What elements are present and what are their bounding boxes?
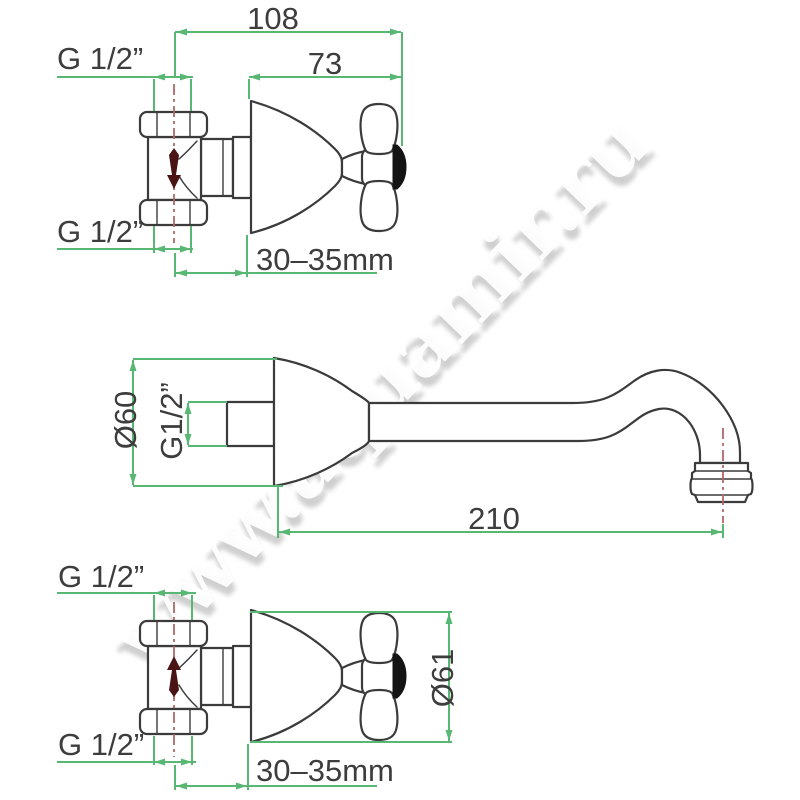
cross-handle-lower-lobe xyxy=(359,688,399,742)
escutcheon-bell xyxy=(249,99,344,235)
wall-depth-label: 30–35mm xyxy=(256,753,394,788)
flow-passage-arcs xyxy=(178,649,198,708)
dim-handle-width-label: 73 xyxy=(308,46,342,81)
pipe-connector xyxy=(231,135,253,200)
flow-passage-arcs xyxy=(178,140,198,199)
flow-direction-down-arrow-icon xyxy=(167,148,181,189)
handle-end-cap xyxy=(392,144,407,190)
dim-spout-length-label: 210 xyxy=(468,501,520,536)
hex-nut-bottom-facets xyxy=(156,709,191,734)
dim-flange-diameter-label: Ø60 xyxy=(108,391,143,450)
cross-handle-upper-lobe xyxy=(359,102,399,156)
top-view-dimension-lines xyxy=(57,31,403,277)
thread-size-label: G1/2” xyxy=(154,382,189,460)
aerator-nozzle xyxy=(689,461,754,504)
middle-view-dimension-lines xyxy=(132,358,724,538)
wall-depth-label: 30–35mm xyxy=(256,242,394,277)
escutcheon-bell xyxy=(249,608,344,744)
outlet-pipe xyxy=(199,137,235,198)
dim-total-width-label: 108 xyxy=(247,1,299,36)
thread-bottom-label: G 1/2” xyxy=(57,214,143,249)
aerator-ring-lines xyxy=(691,470,752,496)
hex-nut-top-facets xyxy=(156,621,191,646)
bottom-view-dimension-lines xyxy=(57,592,452,790)
hex-nut-top-facets xyxy=(156,112,191,137)
hex-nut-bottom-facets xyxy=(156,200,191,225)
handle-end-cap xyxy=(392,653,407,699)
flow-direction-up-arrow-icon xyxy=(167,656,181,697)
thread-top-label: G 1/2” xyxy=(58,559,144,594)
thread-bottom-label: G 1/2” xyxy=(58,727,144,762)
cross-handle-lower-lobe xyxy=(359,179,399,233)
inlet-nipple xyxy=(225,400,276,448)
cross-handle-upper-lobe xyxy=(359,611,399,665)
top-view-valve: 108 G 1/2” 73 G 1/2” 30–35mm xyxy=(57,1,407,277)
dim-handle-diameter-label: Ø61 xyxy=(425,649,460,708)
pipe-connector xyxy=(231,644,253,709)
bottom-view-valve: G 1/2” G 1/2” 30–35mm Ø61 xyxy=(57,559,460,790)
middle-view-spout: Ø60 G1/2” 210 xyxy=(108,356,754,538)
thread-top-label: G 1/2” xyxy=(57,41,143,76)
outlet-pipe xyxy=(199,646,235,707)
